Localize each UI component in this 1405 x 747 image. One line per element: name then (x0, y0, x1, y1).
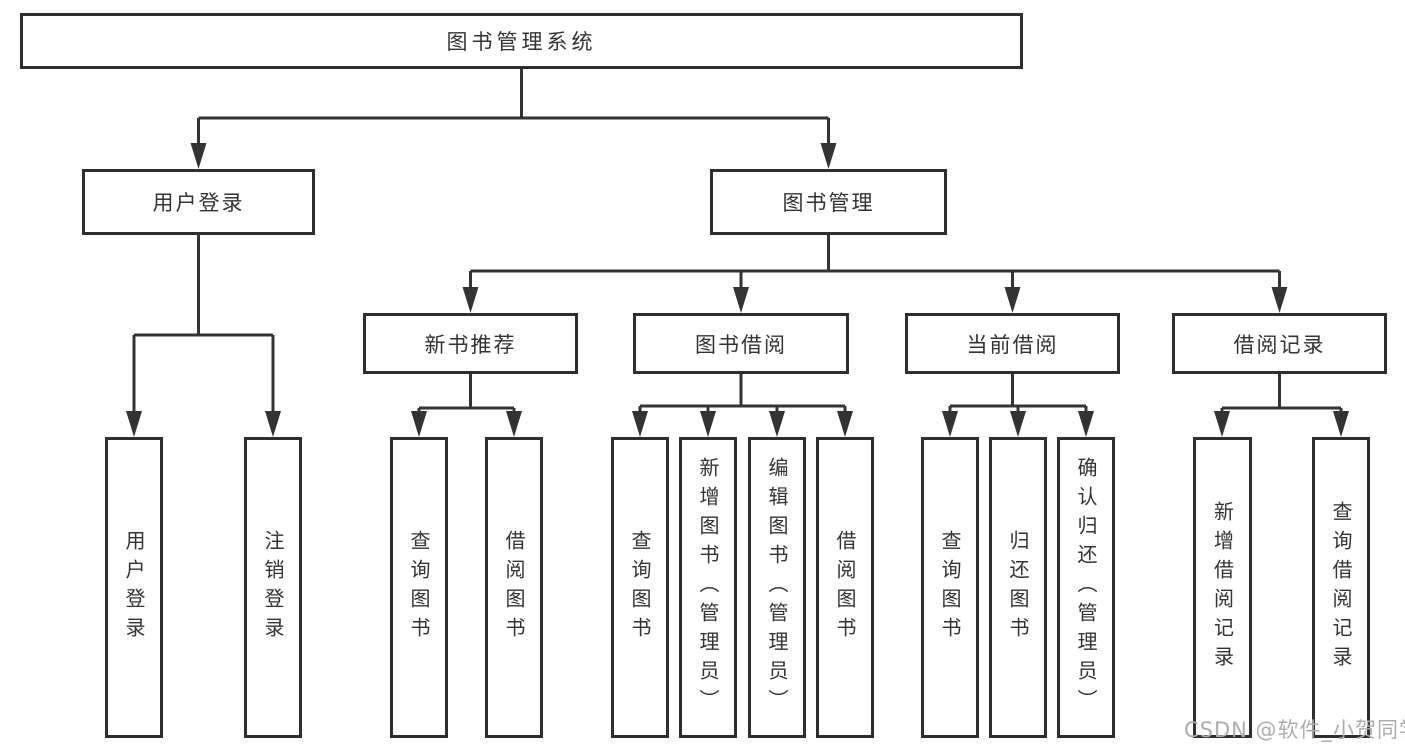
node-library-management-system: 图书管理系统 (20, 13, 1023, 69)
leaf-borrow-books: 借阅图书 (816, 437, 874, 738)
leaf-add-books-admin: 新增图书（管理员） (679, 437, 737, 738)
leaf-borrow-books-recommend: 借阅图书 (485, 437, 543, 738)
node-user-login: 用户登录 (82, 169, 315, 235)
leaf-edit-books-admin: 编辑图书（管理员） (748, 437, 806, 738)
leaf-query-borrow-record: 查询借阅记录 (1312, 437, 1370, 738)
node-new-book-recommendation: 新书推荐 (363, 313, 578, 374)
node-borrowing-records: 借阅记录 (1172, 313, 1387, 374)
leaf-query-books-recommend: 查询图书 (390, 437, 448, 738)
leaf-confirm-return-admin: 确认归还（管理员） (1057, 437, 1115, 738)
leaf-add-borrow-record: 新增借阅记录 (1193, 437, 1252, 738)
leaf-query-books-borrow: 查询图书 (611, 437, 669, 738)
leaf-logout: 注销登录 (244, 437, 302, 738)
leaf-user-login: 用户登录 (105, 437, 163, 738)
node-book-borrowing: 图书借阅 (633, 313, 849, 374)
node-current-borrowing: 当前借阅 (905, 313, 1120, 374)
csdn-watermark: CSDN @软件_小贺同学 (1184, 718, 1405, 742)
node-book-management: 图书管理 (710, 169, 947, 235)
leaf-return-books: 归还图书 (989, 437, 1047, 738)
leaf-query-books-current: 查询图书 (921, 437, 979, 738)
arrowheads (126, 143, 1349, 437)
